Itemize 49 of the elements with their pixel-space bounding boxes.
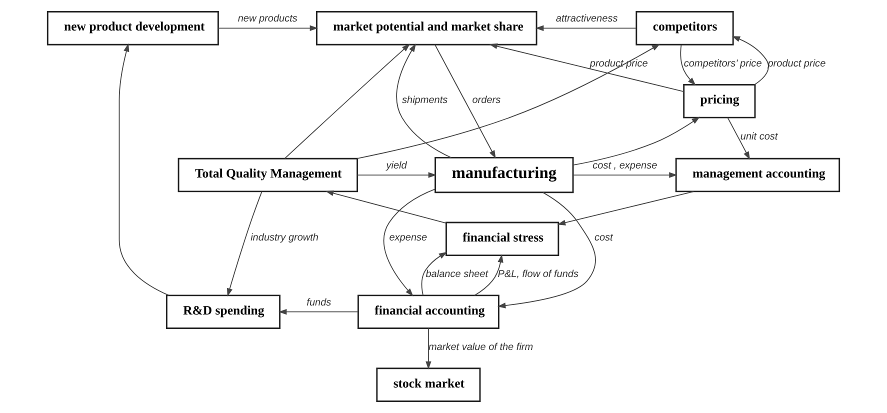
arrow [421, 252, 448, 296]
edge-label: cost [594, 232, 613, 244]
arrow [356, 44, 660, 160]
arrow [278, 308, 359, 315]
edge-label: funds [306, 297, 332, 308]
arrow [727, 117, 750, 160]
arrow [118, 43, 170, 296]
arrow [489, 43, 684, 92]
edge-label: balance sheet [426, 269, 488, 280]
node-box: new product development [46, 11, 219, 46]
arrow [383, 188, 436, 296]
arrow [535, 25, 637, 32]
node-box: Total Quality Management [178, 158, 358, 192]
arrow [325, 190, 446, 224]
arrow [218, 25, 318, 32]
arrow [284, 44, 410, 159]
edge-label: yield [386, 160, 407, 172]
arrow [680, 44, 696, 86]
arrow [226, 191, 262, 296]
edge-label: unit cost [740, 131, 778, 142]
arrow [474, 254, 504, 296]
node-box: financial accounting [358, 294, 500, 329]
node-box: R&D spending [166, 294, 280, 329]
edge-label: attractiveness [556, 14, 618, 25]
arrow [557, 191, 694, 226]
edge-label: product price [590, 58, 648, 70]
node-box: stock market [376, 368, 481, 402]
edge-label: expense [389, 232, 428, 244]
arrow [426, 328, 432, 370]
arrow [732, 36, 769, 86]
edge-label: orders [472, 94, 501, 106]
node-box: management accounting [675, 158, 840, 192]
node-box: financial stress [446, 222, 560, 256]
node-box: market potential and market share [316, 11, 538, 46]
edge-label: competitors’ price [684, 58, 762, 70]
node-box: manufacturing [434, 156, 574, 194]
arrow [396, 44, 452, 158]
arrow [357, 172, 437, 178]
arrow [497, 192, 596, 308]
edge-label: new products [238, 14, 298, 25]
node-box: pricing [683, 84, 756, 118]
arrow [572, 172, 678, 178]
edge-label: shipments [402, 94, 448, 106]
edge-label: industry growth [250, 232, 319, 244]
arrow [434, 44, 496, 159]
edge-label: cost , expense [592, 160, 658, 172]
edge-label: P&L, flow of funds [498, 269, 579, 280]
arrow [572, 116, 700, 166]
node-box: competitors [636, 11, 734, 46]
